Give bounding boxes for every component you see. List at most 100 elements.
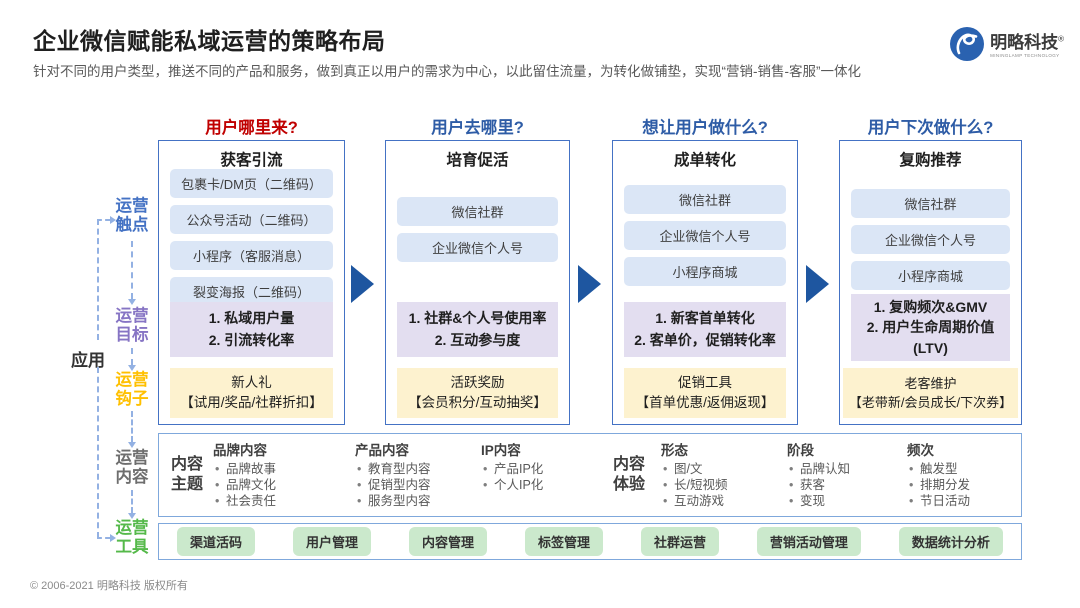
hook-detail: 【首单优惠/返佣返现】 — [635, 395, 775, 410]
touchpoint-pill: 微信社群 — [851, 189, 1010, 218]
hook-title: 促销工具 — [678, 374, 732, 390]
page-subtitle: 针对不同的用户类型，推送不同的产品和服务，做到真正以用户的需求为中心，以此留住流… — [33, 64, 861, 79]
content-theme-label: 内容 主题 — [170, 456, 203, 493]
content-item: 触发型 — [907, 461, 970, 477]
arrow-right-icon — [110, 534, 116, 542]
content-group-brand: 品牌内容 品牌故事 品牌文化 社会责任 — [213, 439, 276, 509]
flow-arrow-icon — [806, 265, 829, 303]
goal-line: 1. 社群&个人号使用率 — [408, 309, 547, 326]
rail-label-goals: 运营 目标 — [115, 307, 149, 344]
hook-title: 活跃奖励 — [450, 374, 505, 390]
dashed-connector — [131, 241, 133, 299]
question-what-do: 想让用户做什么? — [642, 119, 768, 137]
flow-arrow-icon — [351, 265, 374, 303]
dashed-connector — [131, 348, 133, 365]
tool-button-user-mgmt[interactable]: 用户管理 — [292, 527, 371, 556]
content-item: 品牌文化 — [213, 477, 276, 493]
content-item: 促销型内容 — [355, 477, 431, 493]
logo-name: 明略科技 — [990, 33, 1059, 53]
touchpoint-pill: 裂变海报（二维码） — [170, 277, 333, 306]
goal-box: 1. 复购频次&GMV 2. 用户生命周期价值 (LTV) — [851, 294, 1010, 361]
company-logo: 明略科技® MININGLAMP TECHNOLOGY — [949, 26, 1064, 67]
goal-box: 1. 新客首单转化 2. 客单价，促销转化率 — [624, 302, 786, 357]
tool-button-channel-codes[interactable]: 渠道活码 — [177, 527, 256, 556]
logo-subtext: MININGLAMP TECHNOLOGY — [990, 53, 1060, 59]
content-item: 品牌认知 — [787, 461, 850, 477]
goal-box: 1. 私域用户量 2. 引流转化率 — [170, 302, 333, 357]
tool-button-campaign-mgmt[interactable]: 营销活动管理 — [756, 527, 861, 556]
goal-line: 1. 私域用户量 — [208, 309, 295, 326]
mininglamp-logo-icon — [949, 26, 985, 67]
touchpoint-pill: 微信社群 — [624, 185, 786, 214]
hook-box: 新人礼 【试用/奖品/社群折扣】 — [170, 368, 333, 418]
arrow-down-icon — [128, 365, 136, 371]
content-group-format: 形态 图/文 长/短视频 互动游戏 — [661, 439, 727, 509]
stage-card-acquisition: 获客引流 包裹卡/DM页（二维码） 公众号活动（二维码） 小程序（客服消息） 裂… — [158, 140, 345, 425]
goal-line: 2. 引流转化率 — [208, 331, 295, 348]
dashed-connector — [131, 490, 133, 513]
goal-line: 2. 客单价，促销转化率 — [634, 331, 776, 348]
rail-label-tools: 运营 工具 — [115, 519, 149, 556]
goal-line: 2. 互动参与度 — [434, 331, 521, 348]
hook-title: 新人礼 — [231, 374, 272, 390]
content-item: 长/短视频 — [661, 477, 727, 493]
goal-line: 2. 用户生命周期价值 — [866, 319, 995, 336]
arrow-right-icon — [110, 216, 116, 224]
touchpoint-pill: 小程序商城 — [851, 261, 1010, 290]
goal-line: 1. 新客首单转化 — [655, 309, 755, 326]
tool-button-content-mgmt[interactable]: 内容管理 — [408, 527, 487, 556]
content-item: 获客 — [787, 477, 850, 493]
touchpoint-pill: 微信社群 — [397, 197, 558, 226]
question-where-from: 用户哪里来? — [205, 119, 298, 137]
tool-button-community-ops[interactable]: 社群运营 — [640, 527, 719, 556]
apply-bracket — [97, 219, 110, 221]
content-item: 变现 — [787, 493, 850, 509]
page-title: 企业微信赋能私域运营的策略布局 — [33, 28, 386, 54]
content-item: 节日活动 — [907, 493, 970, 509]
touchpoint-pill: 企业微信个人号 — [624, 221, 786, 250]
rail-label-hooks: 运营 钩子 — [115, 371, 149, 408]
content-group-frequency: 频次 触发型 排期分发 节日活动 — [907, 439, 970, 509]
stage-card-conversion: 成单转化 微信社群 企业微信个人号 小程序商城 1. 新客首单转化 2. 客单价… — [612, 140, 798, 425]
tools-section: 渠道活码 用户管理 内容管理 标签管理 社群运营 营销活动管理 数据统计分析 — [158, 523, 1022, 560]
copyright-notice: © 2006-2021 明略科技 版权所有 — [30, 580, 188, 592]
touchpoint-list: 微信社群 企业微信个人号 小程序商城 — [851, 189, 1010, 297]
arrow-down-icon — [128, 299, 136, 305]
hook-box: 老客维护 【老带新/会员成长/下次券】 — [843, 368, 1018, 418]
touchpoint-pill: 企业微信个人号 — [851, 225, 1010, 254]
apply-bracket — [97, 219, 99, 340]
rail-label-touchpoints: 运营 触点 — [115, 197, 149, 234]
hook-box: 活跃奖励 【会员积分/互动抽奖】 — [397, 368, 558, 418]
arrow-down-icon — [128, 442, 136, 448]
rail-label-content: 运营 内容 — [115, 449, 149, 486]
content-group-stage: 阶段 品牌认知 获客 变现 — [787, 439, 850, 509]
goal-line: (LTV) — [913, 339, 948, 356]
question-where-to: 用户去哪里? — [431, 119, 524, 137]
tool-button-tag-mgmt[interactable]: 标签管理 — [524, 527, 603, 556]
touchpoint-pill: 小程序商城 — [624, 257, 786, 286]
content-experience-label: 内容 体验 — [612, 456, 645, 493]
flow-arrow-icon — [578, 265, 601, 303]
touchpoint-list: 微信社群 企业微信个人号 — [397, 197, 558, 269]
content-group-product: 产品内容 教育型内容 促销型内容 服务型内容 — [355, 439, 431, 509]
content-group-ip: IP内容 产品IP化 个人IP化 — [481, 439, 543, 493]
goal-line: 1. 复购频次&GMV — [873, 299, 988, 316]
hook-detail: 【老带新/会员成长/下次券】 — [848, 395, 1013, 410]
arrow-down-icon — [128, 513, 136, 519]
dashed-connector — [131, 411, 133, 442]
stage-title: 培育促活 — [446, 152, 509, 169]
content-item: 品牌故事 — [213, 461, 276, 477]
content-item: 产品IP化 — [481, 461, 543, 477]
question-what-next: 用户下次做什么? — [867, 119, 994, 137]
stage-title: 复购推荐 — [899, 152, 962, 169]
apply-bracket — [97, 537, 110, 539]
tool-button-data-analytics[interactable]: 数据统计分析 — [898, 527, 1003, 556]
content-item: 服务型内容 — [355, 493, 431, 509]
content-section: 内容 主题 品牌内容 品牌故事 品牌文化 社会责任 产品内容 教育型内容 促销型… — [158, 433, 1022, 517]
content-item: 社会责任 — [213, 493, 276, 509]
touchpoint-pill: 公众号活动（二维码） — [170, 205, 333, 234]
hook-title: 老客维护 — [904, 375, 957, 391]
touchpoint-pill: 包裹卡/DM页（二维码） — [170, 169, 333, 198]
registered-mark: ® — [1058, 34, 1064, 44]
stage-title: 成单转化 — [673, 152, 736, 169]
